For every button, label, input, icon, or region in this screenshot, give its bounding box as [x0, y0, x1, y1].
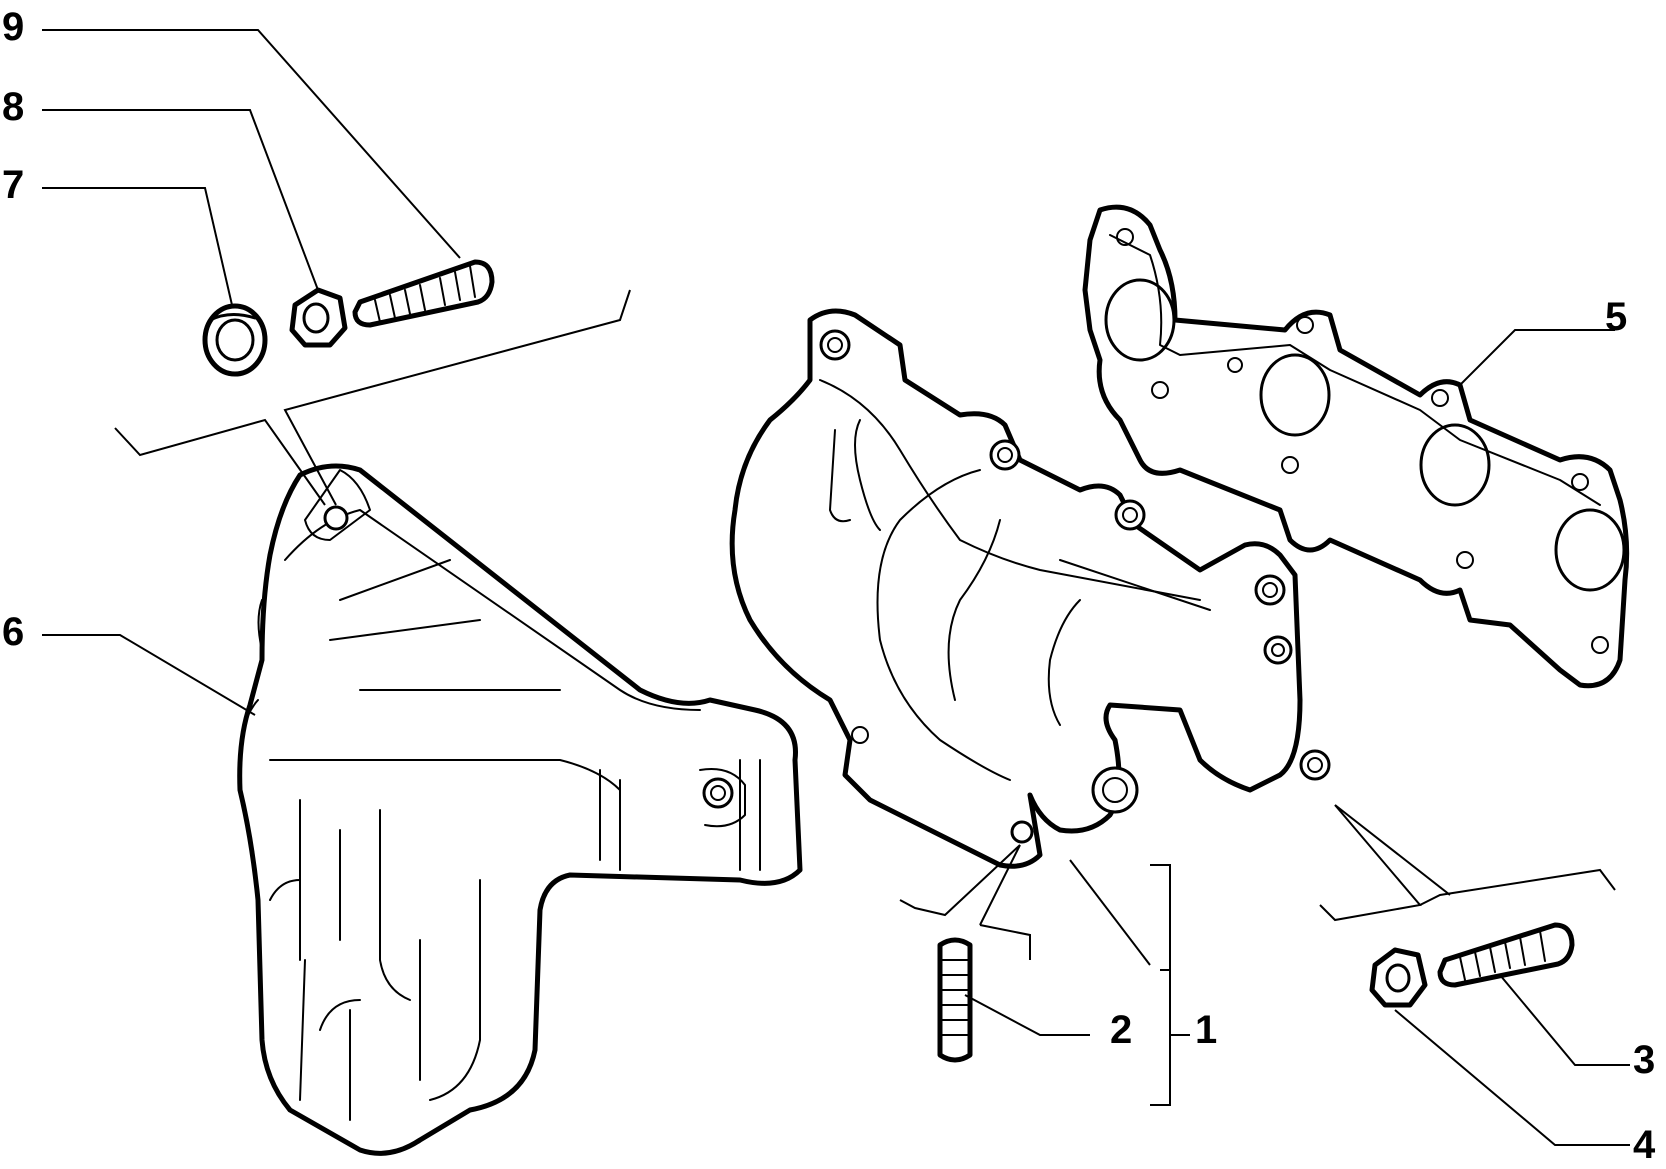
stud-icon [937, 937, 973, 1063]
heat-shield-icon [237, 463, 803, 1156]
callout-4: 4 [1633, 1123, 1656, 1167]
callout-6: 6 [2, 610, 24, 654]
callout-8: 8 [2, 85, 24, 129]
gasket-icon [1082, 204, 1630, 689]
callout-3: 3 [1633, 1038, 1655, 1082]
leader-lines [42, 29, 1630, 1146]
nut-icon [289, 287, 348, 348]
washer-icon [202, 303, 268, 377]
callout-5: 5 [1605, 295, 1627, 339]
callout-2: 2 [1110, 1008, 1132, 1052]
stud-icon [352, 259, 495, 328]
callout-9: 9 [2, 5, 24, 49]
callout-7: 7 [2, 163, 24, 207]
stud-icon [1437, 922, 1575, 988]
manifold-icon [729, 308, 1331, 869]
callout-1: 1 [1195, 1008, 1217, 1052]
nut-icon [1369, 947, 1428, 1008]
